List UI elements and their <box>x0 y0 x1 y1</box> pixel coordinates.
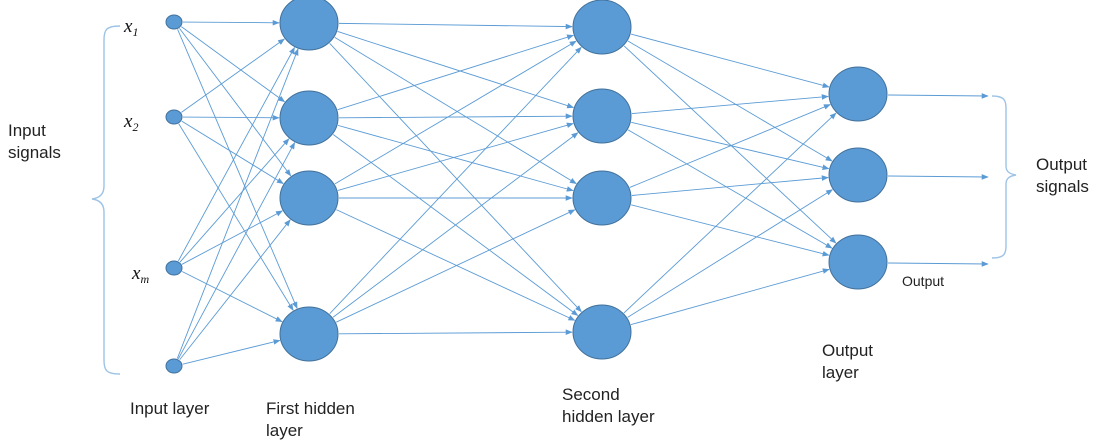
edge-hidden2-3-to-output-1 <box>627 189 834 318</box>
edge-input-0-to-hidden1-1 <box>181 26 286 103</box>
edge-input-0-to-hidden1-2 <box>179 28 292 177</box>
output-node-1 <box>828 147 888 203</box>
edge-hidden1-2-to-hidden2-1 <box>337 122 574 191</box>
second-hidden-layer-label: Second hidden layer <box>562 385 655 426</box>
output-arrow-0 <box>887 93 989 99</box>
edge-hidden2-1-to-output-0 <box>631 94 829 115</box>
edge-input-1-to-hidden1-3 <box>178 123 294 311</box>
edge-hidden1-2-to-hidden2-0 <box>334 40 577 185</box>
edge-hidden1-0-to-hidden2-3 <box>329 43 582 313</box>
output-signals-label: Output signals <box>1036 155 1089 196</box>
edge-hidden2-0-to-output-1 <box>627 40 833 162</box>
input-layer-label: Input layer <box>130 399 210 418</box>
input-node-3 <box>165 358 183 374</box>
edge-hidden2-2-to-output-0 <box>629 104 831 188</box>
edge-hidden1-0-to-hidden2-1 <box>337 31 575 109</box>
edge-input-2-to-hidden1-1 <box>179 138 290 263</box>
edge-hidden1-0-to-hidden2-0 <box>338 22 573 30</box>
hidden2-node-3 <box>572 304 632 360</box>
edge-hidden2-2-to-output-1 <box>631 175 829 196</box>
hidden1-node-3 <box>279 306 339 362</box>
hidden2-node-0 <box>572 0 632 55</box>
edge-hidden1-2-to-hidden2-3 <box>336 209 576 321</box>
edge-input-2-to-hidden1-3 <box>181 271 283 323</box>
output-node-0 <box>828 66 888 122</box>
input-variable-xm: xm <box>132 263 150 286</box>
edge-input-3-to-hidden1-0 <box>176 48 299 359</box>
connection-edges <box>176 19 989 365</box>
hidden1-node-1 <box>279 90 339 146</box>
edge-input-2-to-hidden1-2 <box>181 210 283 265</box>
edge-hidden1-1-to-hidden2-0 <box>337 34 575 111</box>
edge-hidden2-1-to-output-2 <box>627 129 833 249</box>
edge-hidden1-1-to-hidden2-1 <box>338 113 573 120</box>
edge-hidden1-3-to-hidden2-0 <box>329 46 582 315</box>
network-nodes <box>165 0 888 374</box>
edge-hidden2-2-to-output-2 <box>630 204 830 257</box>
edge-hidden1-3-to-hidden2-3 <box>338 329 573 336</box>
edge-input-3-to-hidden1-3 <box>182 339 281 365</box>
input-node-2 <box>165 260 183 276</box>
signal-braces <box>91 25 1017 375</box>
input-node-1 <box>165 109 183 125</box>
edge-hidden2-1-to-output-1 <box>631 121 830 170</box>
edge-hidden1-0-to-hidden2-2 <box>334 36 577 185</box>
edge-hidden1-3-to-hidden2-2 <box>336 209 576 323</box>
edge-input-0-to-hidden1-3 <box>177 29 298 309</box>
edge-input-0-to-hidden1-0 <box>182 19 280 26</box>
hidden2-node-2 <box>572 170 632 226</box>
input-signals-label: Input signals <box>8 121 61 162</box>
edge-input-2-to-hidden1-0 <box>177 46 295 262</box>
edge-input-1-to-hidden1-2 <box>181 120 284 184</box>
edge-input-3-to-hidden1-1 <box>177 141 296 360</box>
edge-hidden1-3-to-hidden2-1 <box>332 132 579 318</box>
first-hidden-layer-label: First hidden layer <box>266 399 355 440</box>
input-node-0 <box>165 14 183 30</box>
output-node-2 <box>828 234 888 290</box>
output-arrow-1 <box>887 174 989 180</box>
edge-hidden2-0-to-output-2 <box>623 45 837 244</box>
edge-input-1-to-hidden1-0 <box>181 38 285 113</box>
input-signals-brace <box>91 25 121 375</box>
hidden1-node-2 <box>279 170 339 226</box>
edge-hidden2-0-to-output-0 <box>630 33 830 88</box>
output-signals-brace <box>991 95 1017 259</box>
edge-input-1-to-hidden1-1 <box>182 114 280 121</box>
output-label: Output <box>902 273 945 289</box>
input-variable-x2: x2 <box>124 111 139 134</box>
hidden2-node-1 <box>572 88 632 144</box>
input-variable-x1: x1 <box>124 16 139 39</box>
output-arrow-2 <box>887 261 989 267</box>
edge-input-3-to-hidden1-2 <box>179 219 291 361</box>
output-layer-label: Output layer <box>822 341 874 382</box>
hidden1-node-0 <box>279 0 339 51</box>
edge-hidden2-3-to-output-0 <box>623 112 837 314</box>
edge-hidden2-3-to-output-2 <box>630 268 830 326</box>
edge-hidden1-1-to-hidden2-2 <box>337 124 574 192</box>
